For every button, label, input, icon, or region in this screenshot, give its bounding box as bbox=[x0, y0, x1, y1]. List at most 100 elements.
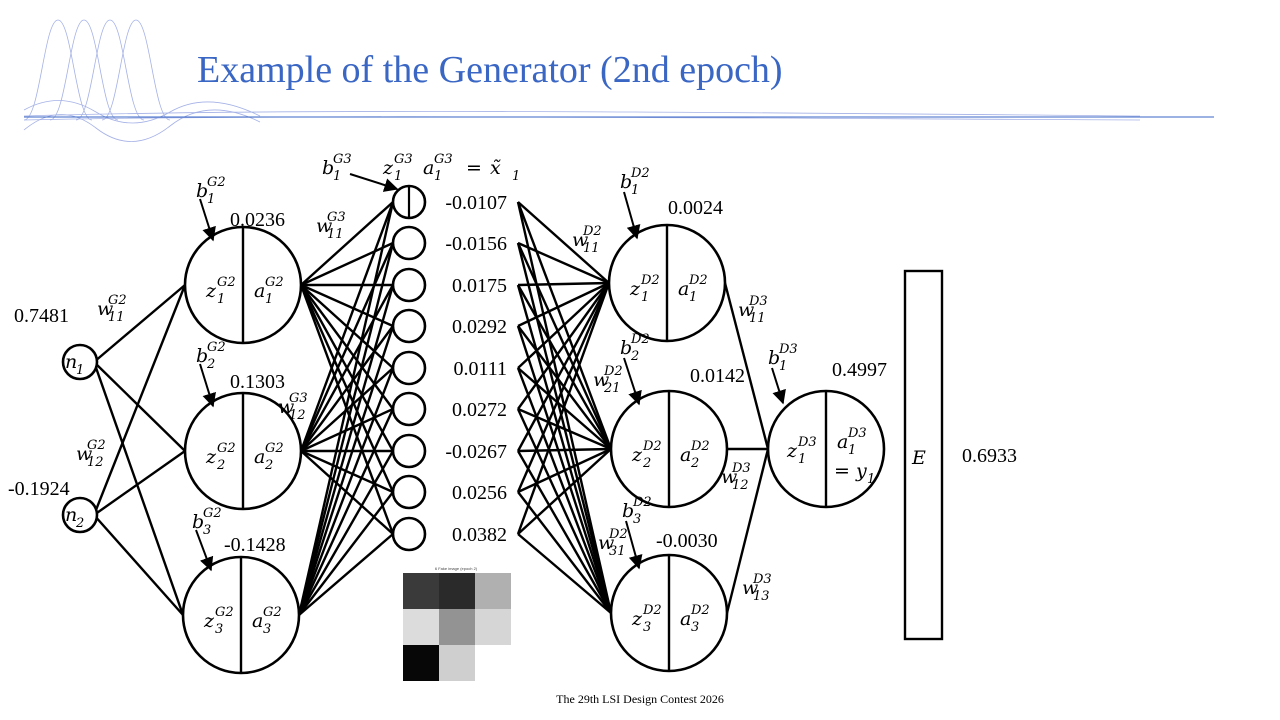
gen-output-node-3 bbox=[391, 267, 427, 303]
disc-weight-label-1-symbol: w bbox=[572, 229, 588, 251]
disc-out-weight-label-2-sup: D3 bbox=[731, 461, 751, 476]
gen-weight-label-1-sub: 11 bbox=[108, 310, 125, 325]
error-value: 0.6933 bbox=[962, 445, 1017, 467]
disc-hidden-z-3-sup: D2 bbox=[642, 603, 662, 618]
gen-weight-label-2-symbol: w bbox=[76, 443, 92, 465]
gen-output-node-2 bbox=[391, 225, 427, 261]
gen-weight-label-4-sub: 12 bbox=[289, 408, 306, 423]
gen-hidden-value-1: 0.0236 bbox=[230, 209, 285, 231]
fake-image-pixel bbox=[403, 609, 439, 645]
edge-input-gen-hidden bbox=[93, 514, 184, 616]
disc-output-a-sub: 1 bbox=[848, 443, 856, 458]
disc-weight-label-2-symbol: w bbox=[593, 369, 609, 391]
gen-output-x-symbol: x̃ bbox=[490, 157, 501, 179]
fake-image-pixel bbox=[439, 609, 475, 645]
gen-hidden-value-3: -0.1428 bbox=[224, 534, 286, 556]
edge-gen-hidden-gen-output bbox=[300, 450, 394, 535]
disc-output-eq: = bbox=[834, 460, 850, 482]
gen-weight-label-4-symbol: w bbox=[278, 396, 294, 418]
edge-gen-output-disc-hidden bbox=[516, 450, 613, 614]
disc-hidden-bias-3-sup: D2 bbox=[632, 495, 652, 510]
disc-hidden-a-1-symbol: a bbox=[678, 278, 689, 300]
gen-hidden-a-1-sup: G2 bbox=[265, 275, 284, 290]
wave-logo-icon bbox=[23, 19, 1141, 142]
disc-out-weight-label-1-symbol: w bbox=[738, 299, 754, 321]
gen-output-a-sup: G3 bbox=[434, 152, 453, 167]
gen-hidden-bias-3-sub: 3 bbox=[203, 523, 211, 538]
disc-output-y-sub: 1 bbox=[867, 472, 875, 487]
disc-hidden-bias-arrow-1 bbox=[623, 191, 641, 240]
network-connections bbox=[92, 201, 770, 616]
disc-out-weight-label-2-sub: 12 bbox=[732, 478, 749, 493]
gen-output-value-8: 0.0256 bbox=[452, 482, 507, 504]
edge-gen-output-disc-hidden bbox=[517, 201, 610, 284]
gen-hidden-bias-2-sup: G2 bbox=[207, 340, 226, 355]
gen-output-eq: = bbox=[466, 157, 482, 179]
fake-image-pixel bbox=[439, 645, 475, 681]
input-value-1: 0.7481 bbox=[14, 305, 69, 327]
gen-weight-label-4: wG3 12 bbox=[278, 391, 308, 423]
disc-hidden-bias-1-sup: D2 bbox=[630, 166, 650, 181]
disc-hidden-bias-1-symbol: b bbox=[620, 171, 632, 193]
disc-weight-label-2-sub: 21 bbox=[603, 381, 621, 396]
disc-output-bias-symbol: b bbox=[768, 347, 780, 369]
gen-output-value-5: 0.0111 bbox=[453, 358, 507, 380]
disc-hidden-bias-3-sub: 3 bbox=[633, 512, 641, 527]
edge-input-gen-hidden bbox=[93, 361, 186, 452]
disc-hidden-a-1-sup: D2 bbox=[688, 273, 708, 288]
edge-input-gen-hidden bbox=[93, 284, 186, 363]
fake-image-grid: 6 Fake image (epoch 2) bbox=[403, 566, 511, 681]
disc-output-y-symbol: y bbox=[855, 460, 867, 482]
edge-gen-hidden-gen-output bbox=[297, 201, 395, 616]
disc-output-z-symbol: z bbox=[786, 440, 798, 462]
edge-gen-output-disc-hidden bbox=[517, 448, 612, 535]
edge-input-gen-hidden bbox=[93, 450, 186, 516]
disc-hidden-bias-arrow-3 bbox=[625, 520, 643, 570]
edge-gen-hidden-gen-output bbox=[298, 491, 394, 616]
disc-out-weight-label-2-symbol: w bbox=[721, 466, 737, 488]
gen-hidden-node-2 bbox=[183, 391, 303, 511]
disc-hidden-node-3 bbox=[609, 553, 729, 673]
edge-gen-output-disc-hidden bbox=[516, 408, 613, 614]
gen-weight-label-4-sup: G3 bbox=[289, 391, 308, 406]
edge-disc-hidden-disc-output bbox=[723, 282, 770, 450]
gen-hidden-bias-1-sub: 1 bbox=[207, 192, 215, 207]
network-nodes bbox=[61, 184, 886, 675]
disc-hidden-bias-2-sub: 2 bbox=[630, 349, 639, 364]
gen-hidden-bias-arrow-3 bbox=[195, 529, 214, 572]
edge-input-gen-hidden bbox=[92, 361, 185, 616]
gen-weight-label-2-sup: G2 bbox=[87, 438, 106, 453]
gen-output-bias-arrow bbox=[349, 173, 399, 192]
slide-title: Example of the Generator (2nd epoch) bbox=[197, 49, 783, 91]
fake-image-pixel bbox=[403, 573, 439, 609]
input-value-2: -0.1924 bbox=[8, 478, 70, 500]
gen-hidden-a-2-sup: G2 bbox=[265, 441, 284, 456]
gen-weight-label-3-symbol: w bbox=[316, 215, 332, 237]
edge-gen-output-disc-hidden bbox=[516, 282, 611, 452]
disc-out-weight-label-1-sub: 11 bbox=[749, 311, 766, 326]
gen-weight-label-1-sup: G2 bbox=[108, 293, 127, 308]
edge-gen-output-disc-hidden bbox=[517, 282, 610, 369]
disc-hidden-a-3-sub: 3 bbox=[691, 620, 699, 635]
disc-weight-label-3-symbol: w bbox=[598, 532, 614, 554]
gen-hidden-bias-3-sup: G2 bbox=[203, 506, 222, 521]
gen-output-value-4: 0.0292 bbox=[452, 316, 507, 338]
